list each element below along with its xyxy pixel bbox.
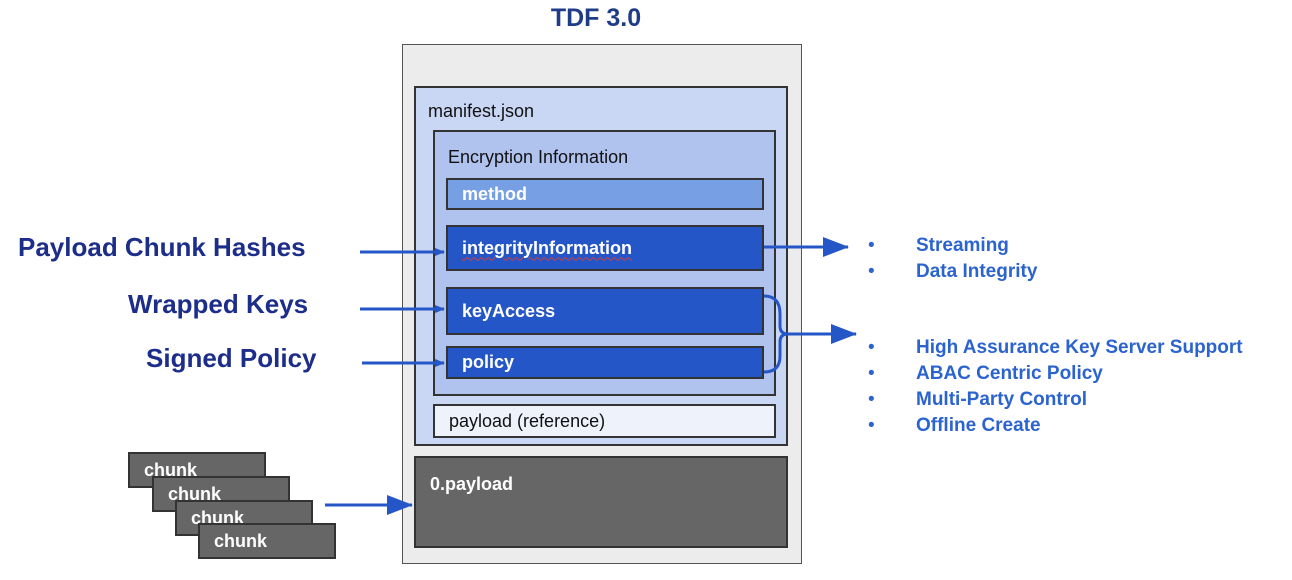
- bullet-dot: •: [868, 235, 875, 256]
- diagram-title: TDF 3.0: [550, 4, 642, 32]
- wrapped-keys-label: Wrapped Keys: [128, 289, 309, 319]
- key-access-label: keyAccess: [462, 300, 556, 321]
- chunk-label: chunk: [168, 484, 222, 504]
- payload-reference-box: payload (reference): [433, 404, 776, 438]
- encryption-info-label: Encryption Information: [448, 147, 629, 167]
- manifest-label: manifest.json: [428, 101, 535, 121]
- bullet-dot: •: [868, 261, 875, 282]
- feature-offline-create: Offline Create: [916, 415, 1041, 436]
- signed-policy-label: Signed Policy: [146, 343, 317, 373]
- policy-label: policy: [462, 352, 515, 372]
- payload-reference-label: payload (reference): [449, 410, 606, 431]
- chunk-label: chunk: [214, 530, 268, 551]
- bullet-dot: •: [868, 363, 875, 384]
- feature-streaming: Streaming: [916, 235, 1009, 256]
- bullet-dot: •: [868, 415, 875, 436]
- feature-multi-party-control: Multi-Party Control: [916, 389, 1087, 410]
- integrity-information-field: integrityInformation: [446, 225, 764, 271]
- feature-abac-policy: ABAC Centric Policy: [916, 363, 1103, 384]
- payload-chunk-hashes-label: Payload Chunk Hashes: [18, 232, 306, 262]
- bullet-dot: •: [868, 337, 875, 358]
- method-label: method: [462, 183, 527, 204]
- brace-key-policy: [763, 294, 789, 374]
- key-access-field: keyAccess: [446, 287, 764, 335]
- chunk-label: chunk: [144, 460, 198, 480]
- chunk-box: chunk: [198, 523, 336, 559]
- policy-field: policy: [446, 346, 764, 379]
- integrity-information-label: integrityInformation: [462, 237, 632, 258]
- payload-file-box: 0.payload: [414, 456, 788, 548]
- bullet-dot: •: [868, 389, 875, 410]
- feature-data-integrity: Data Integrity: [916, 261, 1038, 282]
- method-field: method: [446, 178, 764, 210]
- payload-file-label: 0.payload: [430, 474, 514, 494]
- feature-key-server-support: High Assurance Key Server Support: [916, 337, 1243, 358]
